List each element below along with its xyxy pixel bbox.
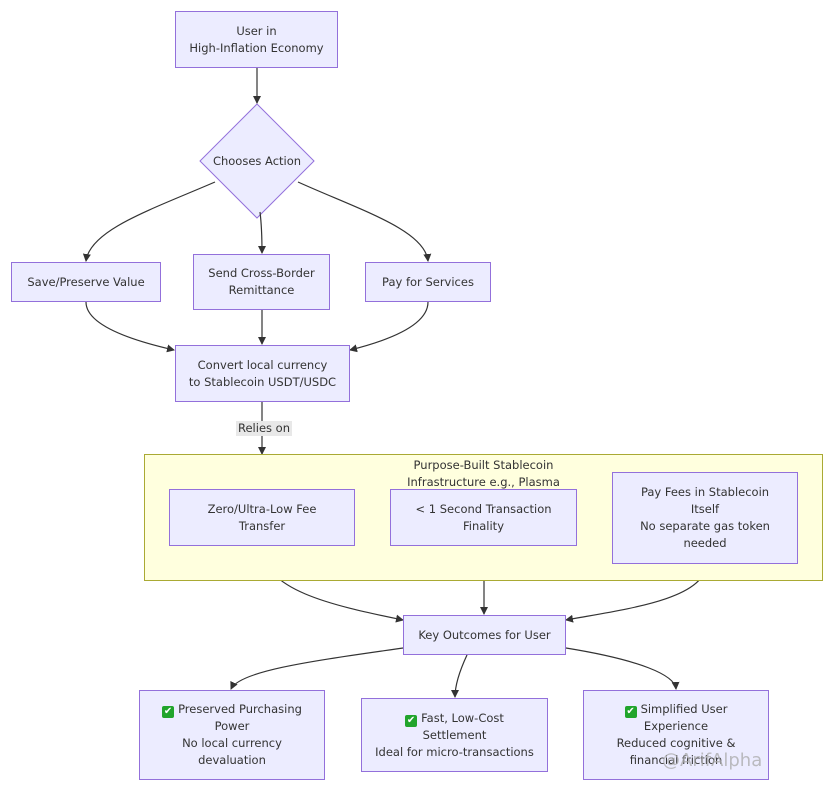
node-send[interactable]: Send Cross-Border Remittance [193,254,330,310]
node-send-line1: Send Cross-Border [208,266,315,280]
node-feesstable-line3: No separate gas token [640,519,770,533]
watermark: @ArifAlpha [662,750,763,771]
node-zerofee[interactable]: Zero/Ultra-Low Fee Transfer [169,489,355,546]
check-icon: ✔ [624,706,637,718]
node-convert-line1: Convert local currency [197,357,328,372]
node-send-line2: Remittance [228,283,295,297]
check-icon: ✔ [162,706,175,718]
node-outcomes[interactable]: Key Outcomes for User [403,615,566,655]
node-convert[interactable]: Convert local currency to Stablecoin USD… [175,345,350,402]
node-user-line2: High-Inflation Economy [189,40,324,55]
decision-diamond[interactable] [199,103,315,219]
node-finality[interactable]: < 1 Second Transaction Finality [390,489,577,546]
node-preserved-line1: Preserved Purchasing [178,702,302,716]
node-preserved[interactable]: ✔Preserved Purchasing Power No local cur… [139,690,325,780]
node-save-label: Save/Preserve Value [27,274,145,289]
node-simplified[interactable]: ✔Simplified User Experience Reduced cogn… [583,690,769,780]
decision-label: Chooses Action [212,154,302,168]
node-finality-line2: Finality [462,518,504,533]
edge-outcomes-to-simplified [565,647,680,690]
node-feesstable[interactable]: Pay Fees in Stablecoin Itself No separat… [612,472,798,564]
node-outcomes-label: Key Outcomes for User [418,627,551,642]
edge-outcomes-to-preserved [230,647,404,690]
edge-save-to-convert [85,301,175,353]
node-user[interactable]: User in High-Inflation Economy [175,11,338,68]
edge-label-relies-on: Relies on [236,421,292,436]
node-fast-line1: Fast, Low-Cost [421,710,504,725]
node-convert-line2: to Stablecoin USDT/USDC [188,374,337,389]
node-fast[interactable]: ✔Fast, Low-Cost Settlement Ideal for mic… [361,698,548,772]
check-icon: ✔ [405,714,418,727]
edge-decision-to-save [82,181,216,262]
cluster-title-line1: Purpose-Built Stablecoin [413,458,554,472]
node-simplified-line3: Reduced cognitive & [616,736,736,750]
node-feesstable-line4: needed [683,536,727,550]
edge-outcomes-to-fast [451,654,468,698]
node-simplified-line1: Simplified User [640,702,728,716]
edge-decision-to-pay [297,181,432,262]
node-simplified-line4: financial friction [629,753,723,767]
node-finality-line1: < 1 Second Transaction [415,501,552,516]
cluster-title-line2: Infrastructure e.g., Plasma [407,475,560,489]
node-feesstable-line1: Pay Fees in Stablecoin [640,485,770,499]
cluster-title: Purpose-Built Stablecoin Infrastructure … [145,457,822,491]
node-zerofee-line1: Zero/Ultra-Low Fee [207,501,317,516]
node-pay[interactable]: Pay for Services [365,262,491,302]
node-fast-line2: Settlement [422,727,487,742]
node-simplified-line2: Experience [643,719,709,733]
node-pay-label: Pay for Services [382,274,474,289]
node-preserved-line4: devaluation [198,753,266,767]
node-preserved-line2: Power [214,719,250,733]
node-save[interactable]: Save/Preserve Value [11,262,161,302]
node-fast-line3: Ideal for micro-transactions [375,744,534,759]
edge-pay-to-convert [349,301,429,353]
node-preserved-line3: No local currency [182,736,282,750]
edge-decision-to-send [257,211,266,254]
node-feesstable-line2: Itself [690,502,720,516]
node-zerofee-line2: Transfer [238,518,286,533]
node-user-line1: User in [236,23,277,38]
